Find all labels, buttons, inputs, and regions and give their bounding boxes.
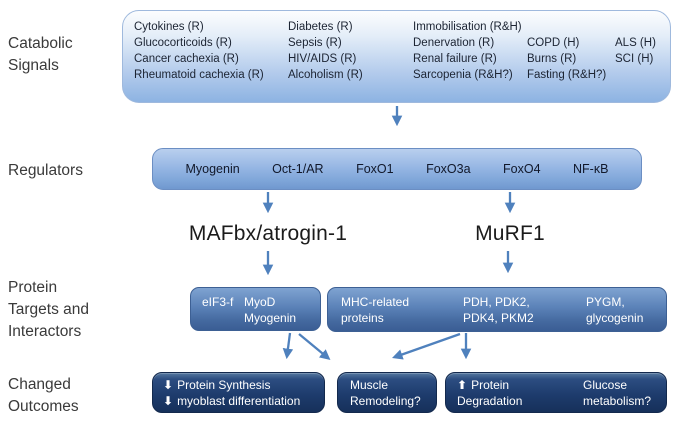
outcome-degradation-text: ⬆Protein Degradation [457, 378, 522, 409]
catabolic-column-2: Diabetes (R) Sepsis (R) HIV/AIDS (R) Alc… [288, 19, 363, 83]
row-label-line: Outcomes [8, 398, 79, 415]
signal-item: Rheumatoid cachexia (R) [134, 69, 264, 81]
arrow-eif3f-to-remodeling [298, 333, 331, 361]
signal-item: Sarcopenia (R&H?) [413, 69, 513, 81]
target-item: glycogenin [586, 311, 644, 325]
catabolic-signals-box: Cytokines (R) Glucocorticoids (R) Cancer… [122, 10, 671, 103]
arrow-eif3f-to-synthesis [282, 332, 294, 360]
row-label-regulators: Regulators [8, 162, 83, 179]
signal-item: Immobilisation (R&H) [413, 21, 522, 33]
outcome-line: ⬇myoblast differentiation [163, 394, 300, 410]
outcome-line: metabolism? [583, 393, 652, 408]
target-eif3f: eIF3-f [202, 295, 234, 309]
outcome-line: Glucose [583, 378, 628, 392]
signal-item: HIV/AIDS (R) [288, 53, 357, 65]
outcome-synthesis-text: ⬇Protein Synthesis ⬇myoblast differentia… [163, 378, 300, 409]
regulator-foxo1: FoxO1 [356, 162, 394, 176]
regulator-nfkb: NF-κB [573, 162, 609, 176]
row-label-line: Targets and [8, 301, 89, 318]
regulator-myogenin: Myogenin [185, 162, 240, 176]
target-item: MyoD [244, 295, 276, 309]
row-label-catabolic-signals: Catabolic Signals [8, 33, 73, 77]
outcome-text: myoblast differentiation [177, 393, 301, 408]
target-item: PYGM, [586, 295, 625, 309]
signal-item: COPD (H) [527, 37, 580, 49]
signal-item: Sepsis (R) [288, 37, 342, 49]
target-item: proteins [341, 311, 384, 325]
target-pdh-pdk: PDH, PDK2, PDK4, PKM2 [463, 294, 534, 326]
target-item: PDK4, PKM2 [463, 311, 534, 325]
outcome-line: ⬇Protein Synthesis [163, 378, 300, 394]
target-item: PDH, PDK2, [463, 295, 530, 309]
signal-item: Burns (R) [527, 53, 577, 65]
outcome-text: Protein Synthesis [177, 378, 271, 392]
outcome-line: Remodeling? [350, 393, 421, 408]
outcome-box-remodeling: Muscle Remodeling? [337, 372, 437, 413]
outcome-line: ⬆Protein [457, 378, 522, 394]
catabolic-column-5: ALS (H) SCI (H) [615, 35, 656, 67]
up-arrow-icon: ⬆ [457, 378, 468, 392]
signal-item: Alcoholism (R) [288, 69, 363, 81]
signal-item: Renal failure (R) [413, 53, 497, 65]
target-item: Myogenin [244, 311, 297, 325]
outcome-text: Protein [471, 378, 510, 392]
row-label-line: Protein [8, 279, 58, 296]
target-mhc-proteins: MHC-related proteins [341, 294, 409, 326]
row-label-protein-targets: Protein Targets and Interactors [8, 277, 89, 343]
ligase-murf1: MuRF1 [475, 222, 545, 245]
target-box-eif3f-myod: eIF3-f MyoD Myogenin [190, 287, 321, 331]
target-myod-myogenin: MyoD Myogenin [244, 294, 296, 326]
catabolic-column-3: Immobilisation (R&H) Denervation (R) Ren… [413, 19, 522, 83]
outcome-line: Degradation [457, 393, 523, 408]
regulator-foxo4: FoxO4 [503, 162, 541, 176]
outcome-glucose-text: Glucose metabolism? [583, 378, 651, 409]
catabolic-column-1: Cytokines (R) Glucocorticoids (R) Cancer… [134, 19, 264, 83]
row-label-line: Signals [8, 57, 59, 74]
target-box-murf1-substrates: MHC-related proteins PDH, PDK2, PDK4, PK… [327, 287, 667, 332]
row-label-line: Interactors [8, 323, 82, 340]
arrow-murf1targets-to-remodeling [392, 332, 461, 360]
ligase-mafbx-atrogin1: MAFbx/atrogin-1 [188, 222, 348, 245]
signal-item: Glucocorticoids (R) [134, 37, 232, 49]
signal-item: Denervation (R) [413, 37, 495, 49]
regulator-foxo3a: FoxO3a [426, 162, 471, 176]
row-label-changed-outcomes: Changed Outcomes [8, 374, 79, 418]
target-pygm-glycogenin: PYGM, glycogenin [586, 294, 643, 326]
down-arrow-icon: ⬇ [163, 393, 174, 408]
outcome-box-synthesis: ⬇Protein Synthesis ⬇myoblast differentia… [152, 372, 325, 413]
outcome-remodeling-text: Muscle Remodeling? [350, 378, 421, 409]
signal-item: Fasting (R&H?) [527, 69, 607, 81]
signal-item: Cancer cachexia (R) [134, 53, 239, 65]
regulator-oct1-ar: Oct-1/AR [272, 162, 324, 176]
signal-item: ALS (H) [615, 37, 656, 49]
row-label-line: Changed [8, 376, 71, 393]
signal-item: SCI (H) [615, 53, 654, 65]
catabolic-column-4: COPD (H) Burns (R) Fasting (R&H?) [527, 35, 606, 83]
target-item: MHC-related [341, 295, 410, 309]
outcome-line: Muscle [350, 378, 389, 392]
signal-item: Cytokines (R) [134, 21, 204, 33]
signal-item: Diabetes (R) [288, 21, 353, 33]
regulators-bar: Myogenin Oct-1/AR FoxO1 FoxO3a FoxO4 NF-… [152, 148, 642, 190]
down-arrow-icon: ⬇ [163, 378, 174, 392]
outcome-box-degradation-glucose: ⬆Protein Degradation Glucose metabolism? [445, 372, 667, 413]
row-label-line: Catabolic [8, 35, 73, 52]
